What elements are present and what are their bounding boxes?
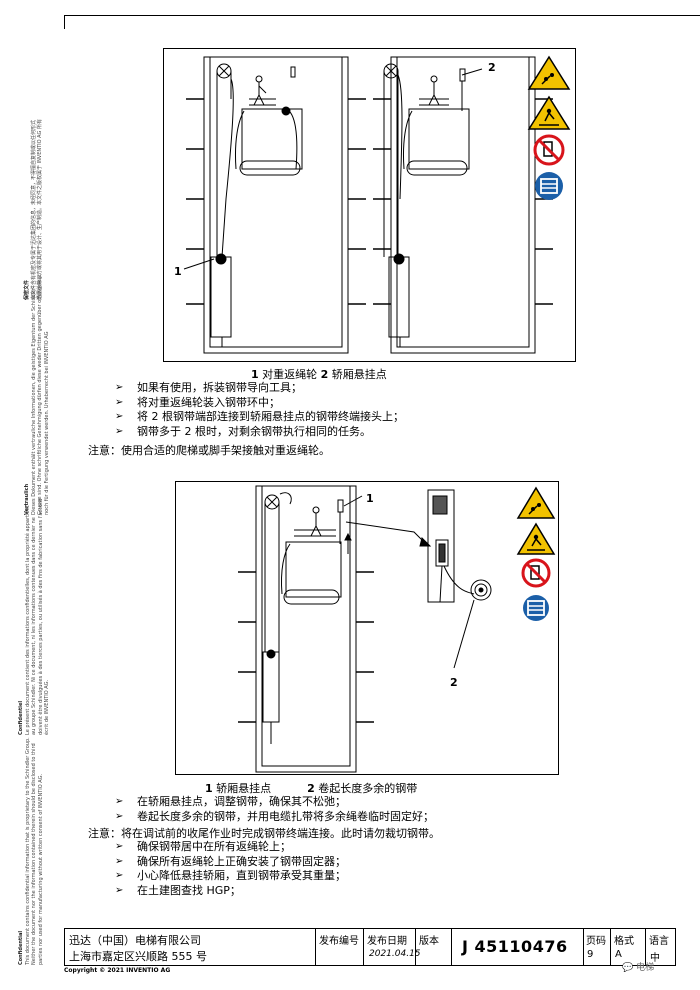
prohibit-entry-icon: [521, 558, 551, 588]
caption-1: 1 对重返绳轮 2 轿厢悬挂点: [251, 368, 387, 381]
arrow-bullet-icon: ➢: [115, 810, 124, 822]
list-item: ➢将 2 根钢带端部连接到轿厢悬挂点的钢带终端接头上；: [115, 410, 404, 424]
section-2-note: 注意：将在调试前的收尾作业时完成钢带终端连接。此时请勿裁切钢带。: [88, 827, 440, 840]
figure-2-label-2: 2: [450, 676, 458, 689]
figure-1-label-1: 1: [174, 265, 182, 278]
footer-docno-cell: 发布编号: [315, 929, 364, 965]
arrow-bullet-icon: ➢: [115, 870, 124, 882]
list-item: ➢卷起长度多余的钢带，并用电缆扎带将多余绳卷临时固定好；: [115, 809, 434, 823]
copyright: Copyright © 2021 INVENTIO AG: [64, 967, 171, 974]
date-value: 2021.04.15: [369, 949, 421, 959]
list-item: ➢钢带多于 2 根时，对剩余钢带执行相同的任务。: [115, 424, 371, 438]
section-1-note: 注意：使用合适的爬梯或脚手架接触对重返绳轮。: [88, 444, 330, 457]
lang-value: 中: [650, 953, 660, 964]
figure-2-label-1: 1: [366, 492, 374, 505]
figure-2-drawing: 1 2: [238, 485, 556, 773]
confidential-de: Vertraulich Dieses Dokument enthält vert…: [24, 274, 50, 515]
arrow-bullet-icon: ➢: [115, 796, 124, 807]
footer-docid-cell: J 45110476: [451, 929, 584, 965]
page-value: 9: [587, 949, 594, 960]
warning-falling-objects-icon: [527, 55, 571, 90]
shaft-left: [186, 56, 366, 354]
list-item: ➢确保钢带居中在所有返绳轮上；: [115, 840, 291, 853]
doc-no-label: 发布编号: [319, 936, 359, 947]
version-label: 版本: [419, 936, 439, 947]
figure-1-label-2: 2: [488, 61, 496, 74]
arrow-bullet-icon: ➢: [115, 411, 124, 423]
format-value: A: [615, 949, 622, 960]
section-2-bullets-a: ➢在轿厢悬挂点，调整钢带，确保其不松弛； ➢卷起长度多余的钢带，并用电缆扎带将多…: [115, 795, 434, 824]
header-tick: [64, 15, 65, 29]
footer-lang-cell: 语言 中: [645, 929, 676, 965]
detail-inset: [427, 489, 492, 669]
header-rule: [64, 15, 700, 16]
footer-version-cell: 版本: [415, 929, 452, 965]
format-label: 格式: [614, 936, 634, 947]
confidential-zh: 保密文件 本文件含有机密及专属于迅达集团的信息，未经同意，不得擅自复制或以任何形…: [24, 119, 43, 300]
arrow-bullet-icon: ➢: [115, 855, 124, 867]
warning-fall-hazard-icon: [516, 522, 556, 555]
date-label: 发布日期: [367, 936, 407, 947]
mandatory-manual-icon: [535, 172, 563, 200]
confidential-en-title: Confidential: [18, 930, 24, 965]
list-item: ➢小心降低悬挂轿厢，直到钢带承受其重量；: [115, 869, 346, 883]
footer-company-cell: 迅达（中国）电梯有限公司 上海市嘉定区兴顺路 555 号: [65, 929, 315, 965]
company-address: 上海市嘉定区兴顺路 555 号: [69, 950, 207, 963]
list-item: ➢如果有使用，拆装钢带导向工具；: [115, 381, 302, 394]
confidential-fr-title: Confidentiel: [18, 700, 24, 735]
page-label: 页码: [586, 936, 606, 947]
list-item: ➢将对重返绳轮装入钢带环中；: [115, 395, 280, 409]
list-item: ➢确保所有返绳轮上正确安装了钢带固定器；: [115, 854, 346, 868]
list-item: ➢在土建图查找 HGP；: [115, 883, 241, 897]
confidential-en: Confidential This document contains conf…: [18, 737, 44, 965]
arrow-bullet-icon: ➢: [115, 382, 124, 393]
figure-1: 1 2: [163, 48, 576, 362]
arrow-bullet-icon: ➢: [115, 884, 124, 896]
confidential-fr: Confidentiel Le présent document contien…: [18, 498, 50, 735]
document-id: J 45110476: [462, 937, 568, 956]
footer-date-cell: 发布日期 2021.04.15: [363, 929, 421, 965]
list-item: ➢在轿厢悬挂点，调整钢带，确保其不松弛；: [115, 795, 346, 808]
figure-1-drawing: 1 2: [174, 55, 571, 354]
arrow-bullet-icon: ➢: [115, 396, 124, 408]
leader-1: [183, 258, 215, 270]
figure-2: 1 2: [175, 481, 559, 775]
footer-format-cell: 格式 A: [610, 929, 646, 965]
shaft-right: [373, 56, 553, 354]
arrow-bullet-icon: ➢: [115, 425, 124, 437]
footer-page-cell: 页码 9: [583, 929, 611, 965]
lang-label: 语言: [649, 936, 669, 947]
mandatory-manual-icon: [523, 595, 549, 621]
shaft-main: [238, 485, 432, 773]
watermark: 💬 电梯: [622, 963, 655, 973]
warning-falling-objects-icon: [516, 486, 556, 519]
company-name: 迅达（中国）电梯有限公司: [69, 934, 201, 947]
arrow-bullet-icon: ➢: [115, 841, 124, 852]
section-2-bullets-b: ➢确保钢带居中在所有返绳轮上； ➢确保所有返绳轮上正确安装了钢带固定器； ➢小心…: [115, 840, 346, 898]
warning-fall-hazard-icon: [527, 95, 571, 130]
prohibit-entry-icon: [533, 134, 565, 166]
chat-bubble-icon: 💬: [622, 963, 634, 973]
section-1-bullets: ➢如果有使用，拆装钢带导向工具； ➢将对重返绳轮装入钢带环中； ➢将 2 根钢带…: [115, 381, 404, 439]
footer-table: 迅达（中国）电梯有限公司 上海市嘉定区兴顺路 555 号 发布编号 发布日期 2…: [64, 928, 676, 966]
